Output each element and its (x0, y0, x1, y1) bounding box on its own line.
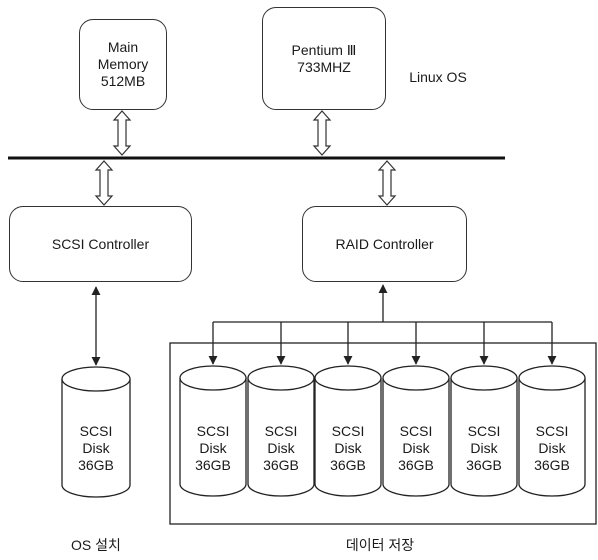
raid-disk-label: SCSI Disk 36GB (263, 423, 299, 473)
main-memory-label: Main Memory 512MB (97, 39, 149, 89)
raid-disk-cylinder (314, 365, 382, 497)
os-disk-shape (61, 366, 131, 498)
raid-disk-shapes (179, 365, 586, 497)
scsi-controller-label: SCSI Controller (51, 235, 150, 252)
caption-os-install: OS 설치 (71, 537, 121, 553)
os-label: Linux OS (409, 69, 467, 85)
raid-disk-cylinder (518, 365, 586, 497)
raid-disk-label: SCSI Disk 36GB (466, 423, 502, 473)
raid-disk-label: SCSI Disk 36GB (534, 423, 570, 473)
raid-disk-cylinder (382, 365, 450, 497)
raid-disk-label: SCSI Disk 36GB (398, 423, 434, 473)
main-memory-box: Main Memory 512MB (79, 19, 167, 110)
cpu-bus-link (312, 110, 332, 156)
cpu-label: Pentium Ⅲ 733MHZ (291, 41, 357, 75)
cpu-box: Pentium Ⅲ 733MHZ (262, 7, 386, 110)
caption-data-storage: 데이터 저장 (345, 537, 415, 553)
raid-controller-box: RAID Controller (302, 206, 467, 282)
scsi-controller-box: SCSI Controller (9, 206, 192, 282)
raid-disk-links (208, 284, 557, 365)
os-disk-label: SCSI Disk 36GB (78, 423, 114, 473)
raid-disk-cylinder (450, 365, 518, 497)
raid-bus-link (377, 160, 397, 206)
raid-disk-cylinder (247, 365, 315, 497)
raid-disk-label: SCSI Disk 36GB (330, 423, 366, 473)
raid-disk-label: SCSI Disk 36GB (195, 423, 231, 473)
scsi-bus-link (94, 160, 114, 206)
raid-enclosure (169, 342, 597, 525)
memory-bus-link (112, 110, 132, 156)
raid-disk-cylinder (179, 365, 247, 497)
raid-controller-label: RAID Controller (335, 235, 434, 252)
